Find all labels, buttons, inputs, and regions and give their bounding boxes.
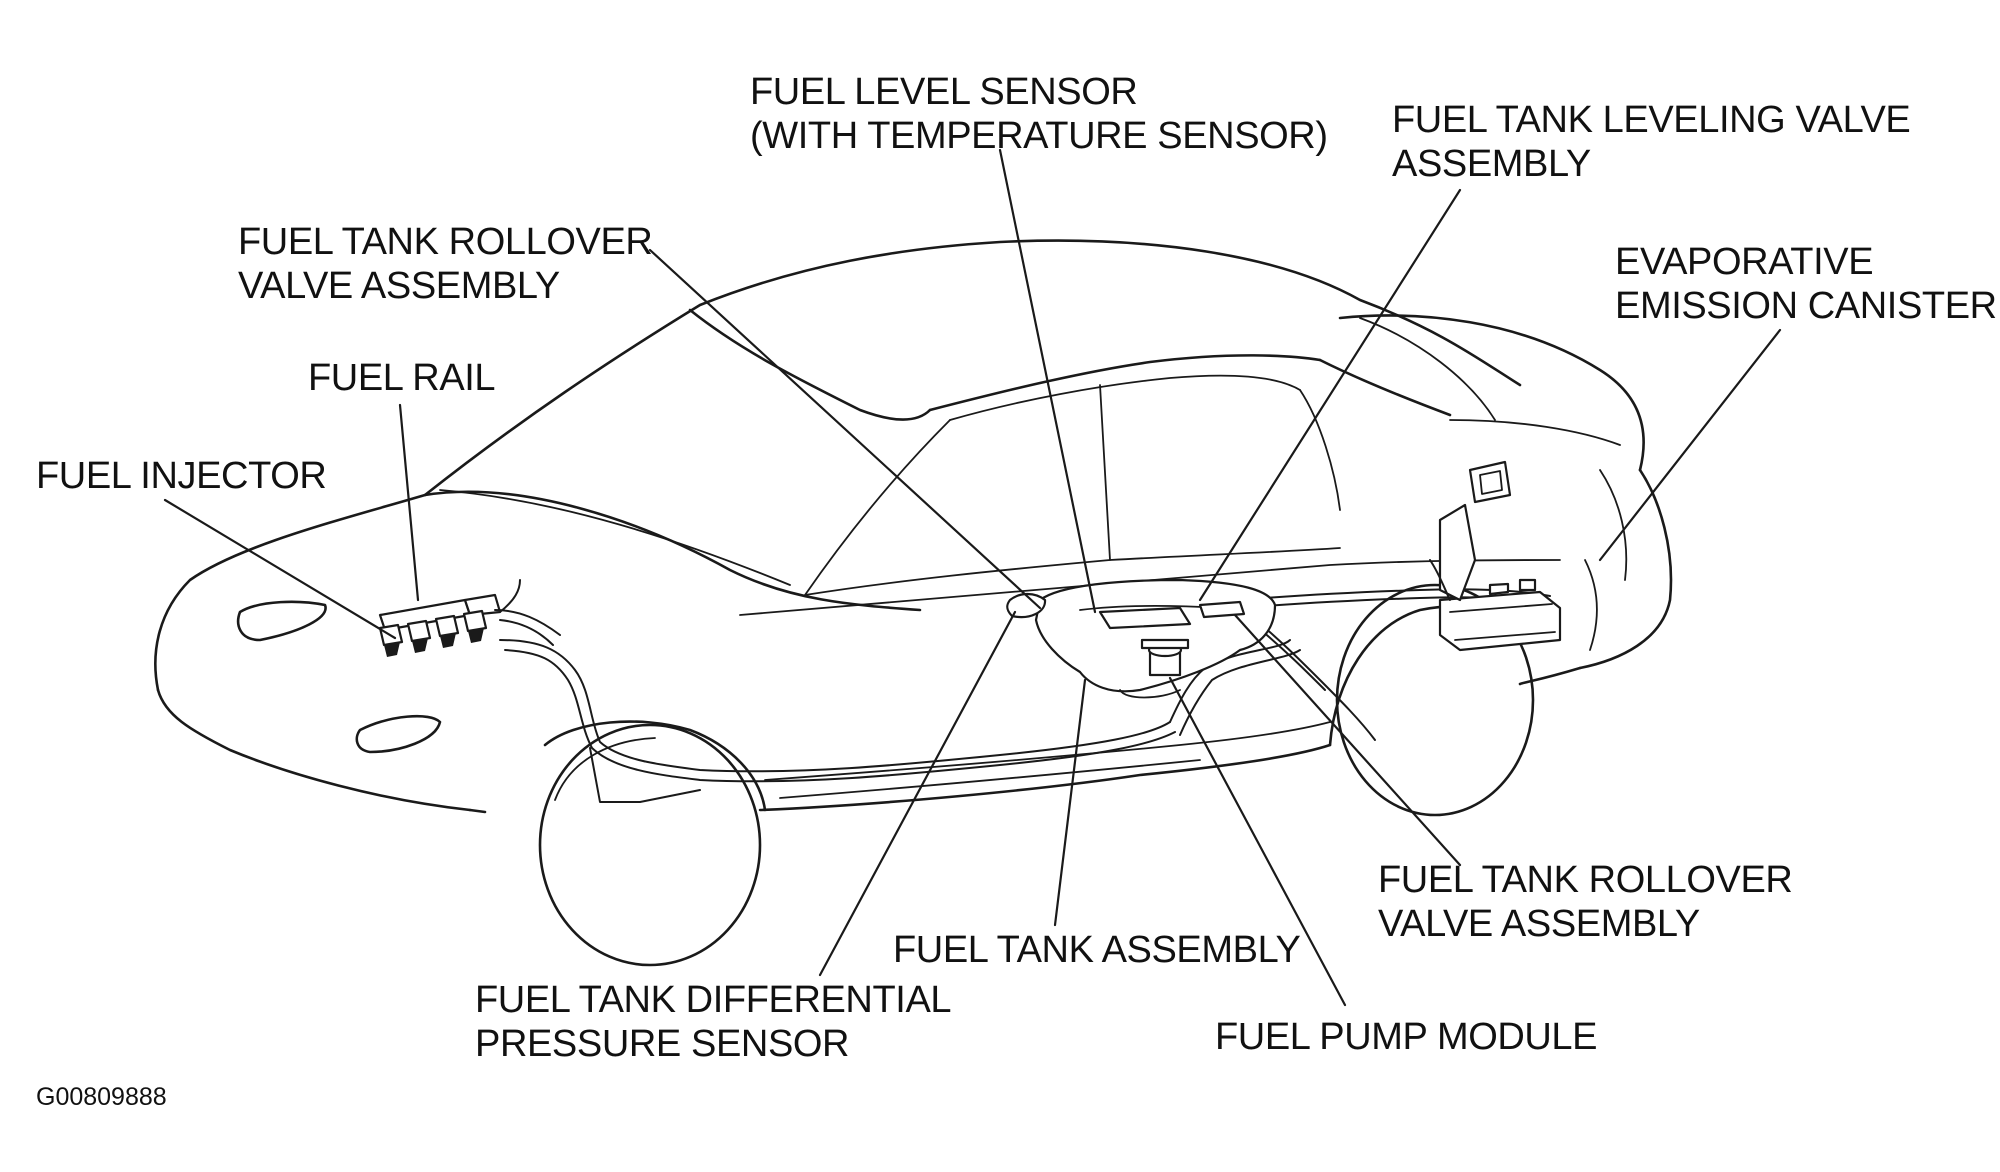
leader-rollover-top <box>648 248 1042 610</box>
label-fuel-tank-assembly: FUEL TANK ASSEMBLY <box>893 929 1301 971</box>
car-body <box>154 239 1673 967</box>
label-rollover-valve-top: FUEL TANK ROLLOVER VALVE ASSEMBLY <box>238 221 653 307</box>
label-rollover-valve-bottom: FUEL TANK ROLLOVER VALVE ASSEMBLY <box>1378 859 1793 945</box>
leader-evap-canister <box>1598 328 1782 562</box>
label-fuel-injector: FUEL INJECTOR <box>36 455 327 497</box>
label-fuel-level-sensor: FUEL LEVEL SENSOR (WITH TEMPERATURE SENS… <box>750 71 1328 157</box>
leader-lines <box>163 148 1782 1007</box>
leader-fuel-level-sensor <box>998 148 1097 614</box>
label-fuel-pump-module: FUEL PUMP MODULE <box>1215 1016 1598 1058</box>
leader-fuel-tank-assembly <box>1053 678 1087 927</box>
leader-fuel-pump-module <box>1168 676 1347 1007</box>
leader-fuel-rail <box>398 403 420 602</box>
evap-canister <box>1429 460 1562 652</box>
leader-fuel-injector <box>163 498 397 640</box>
label-differential-sensor: FUEL TANK DIFFERENTIAL PRESSURE SENSOR <box>475 979 952 1065</box>
fuel-lines <box>499 588 1551 803</box>
label-leveling-valve: FUEL TANK LEVELING VALVE ASSEMBLY <box>1392 99 1911 185</box>
label-fuel-rail: FUEL RAIL <box>308 357 496 399</box>
fuel-tank <box>1006 578 1277 699</box>
figure-code: G00809888 <box>36 1083 167 1111</box>
fuel-rail-assembly <box>378 579 561 657</box>
leader-differential-sensor <box>818 610 1017 977</box>
leader-leveling-valve <box>1198 188 1462 602</box>
label-evap-canister: EVAPORATIVE EMISSION CANISTER <box>1615 241 1997 327</box>
leader-rollover-bottom <box>1233 613 1462 867</box>
